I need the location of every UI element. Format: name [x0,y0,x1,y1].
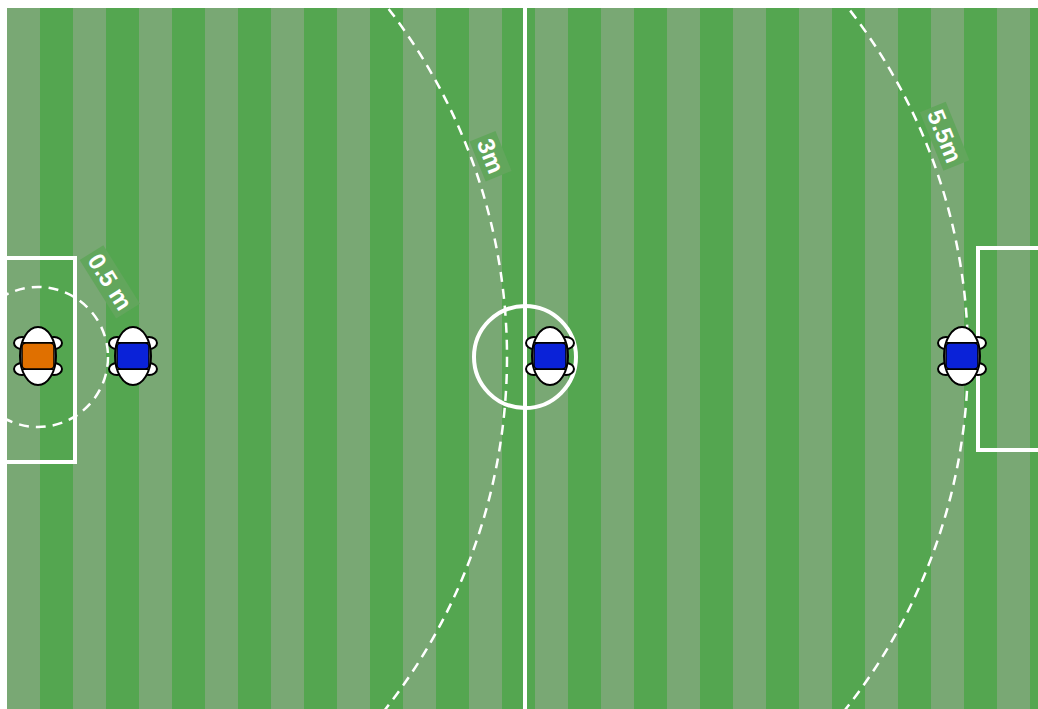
robot-blue [938,327,986,385]
robot-blue [109,327,157,385]
robot-orange [14,327,62,385]
robot-blue [526,327,574,385]
